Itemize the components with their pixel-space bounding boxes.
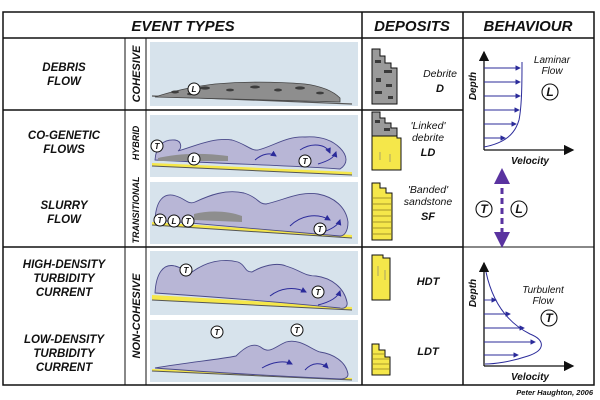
deposit-ldt-log (371, 343, 391, 376)
category-transitional: TRANSITIONAL (131, 177, 141, 244)
laminar-velocity-label: Velocity (511, 156, 549, 167)
transition-arrow-down (494, 232, 510, 248)
panel-hdt-badge-t2: T (316, 288, 322, 297)
panel-cogenetic-badge-t2: T (303, 157, 309, 166)
laminar-badge: L (546, 85, 553, 99)
panel-slurry-badge-l: L (172, 217, 177, 226)
deposit-linked-debrite-log (371, 111, 402, 171)
laminar-depth-label: Depth (468, 72, 479, 100)
deposit-debrite-log (371, 48, 398, 105)
header-behaviour: BEHAVIOUR (484, 18, 573, 35)
deposit-ldt-code: LDT (417, 346, 440, 358)
laminar-velocity-profile (478, 50, 575, 156)
panel-ldt-badge-t2: T (295, 326, 301, 335)
row-label-low-density-turbidity-current: LOW-DENSITY TURBIDITY CURRENT (24, 334, 105, 374)
panel-hdt-badge-t1: T (184, 266, 190, 275)
transition-badge-l: L (515, 202, 522, 216)
deposit-linked-label-1: 'Linked' (411, 120, 447, 132)
header-deposits: DEPOSITS (374, 18, 450, 35)
row-label-debris-flow: DEBRIS FLOW (42, 62, 86, 88)
deposit-banded-label-2: sandstone (404, 196, 453, 208)
svg-text:TURBIDITY: TURBIDITY (33, 348, 96, 360)
panel-co-genetic-flows: T L T (150, 115, 358, 177)
header-event-types: EVENT TYPES (131, 18, 234, 35)
panel-debris-badge-l: L (192, 85, 197, 94)
svg-text:FLOW: FLOW (47, 214, 82, 226)
svg-text:FLOWS: FLOWS (43, 144, 85, 156)
transition-badge-t: T (480, 202, 489, 216)
laminar-flow-label-1: Laminar (534, 55, 571, 66)
panel-slurry-badge-t3: T (318, 225, 324, 234)
turbulent-flow-label-1: Turbulent (522, 285, 565, 296)
deposit-hdt-log (371, 254, 391, 301)
deposit-hdt-code: HDT (417, 276, 441, 288)
turbulent-flow-label-2: Flow (532, 296, 554, 307)
deposit-debrite-code: D (436, 83, 444, 95)
deposit-linked-code: LD (421, 147, 436, 159)
turbulent-badge: T (545, 311, 554, 325)
category-cohesive: COHESIVE (131, 45, 143, 103)
svg-text:TURBIDITY: TURBIDITY (33, 273, 96, 285)
svg-text:DEBRIS: DEBRIS (42, 62, 86, 74)
category-hybrid: HYBRID (131, 125, 141, 160)
category-non-cohesive: NON-COHESIVE (131, 273, 143, 359)
turbulent-depth-label: Depth (468, 279, 479, 307)
deposit-banded-label-1: 'Banded' (408, 184, 449, 196)
panel-debris-flow: L (150, 42, 358, 106)
row-label-high-density-turbidity-current: HIGH-DENSITY TURBIDITY CURRENT (23, 259, 107, 299)
deposit-banded-code: SF (421, 211, 435, 223)
svg-text:CURRENT: CURRENT (36, 287, 93, 299)
svg-text:CURRENT: CURRENT (36, 362, 93, 374)
svg-text:CO-GENETIC: CO-GENETIC (28, 130, 101, 142)
row-label-co-genetic-flows: CO-GENETIC FLOWS (28, 130, 101, 156)
panel-cogenetic-badge-t1: T (155, 142, 161, 151)
panel-high-density-turbidity: T T (150, 251, 358, 315)
turbulent-velocity-label: Velocity (511, 372, 549, 383)
svg-text:LOW-DENSITY: LOW-DENSITY (24, 334, 105, 346)
panel-slurry-badge-t1: T (158, 216, 164, 225)
deposit-linked-label-2: debrite (412, 132, 444, 144)
svg-text:SLURRY: SLURRY (40, 200, 88, 212)
transition-arrow-up (494, 168, 510, 184)
panel-low-density-turbidity: T T (150, 320, 358, 382)
panel-ldt-badge-t1: T (215, 328, 221, 337)
panel-slurry-badge-t2: T (186, 217, 192, 226)
panel-slurry-flow: T L T T (150, 182, 358, 244)
deposit-banded-sandstone-log (371, 182, 393, 241)
row-label-slurry-flow: SLURRY FLOW (40, 200, 88, 226)
author-credit: Peter Haughton, 2006 (516, 388, 594, 397)
turbulent-velocity-profile (478, 261, 575, 372)
deposit-debrite-label: Debrite (423, 68, 457, 80)
svg-text:FLOW: FLOW (47, 76, 82, 88)
panel-cogenetic-badge-l: L (192, 155, 197, 164)
svg-text:HIGH-DENSITY: HIGH-DENSITY (23, 259, 107, 271)
laminar-flow-label-2: Flow (541, 66, 563, 77)
